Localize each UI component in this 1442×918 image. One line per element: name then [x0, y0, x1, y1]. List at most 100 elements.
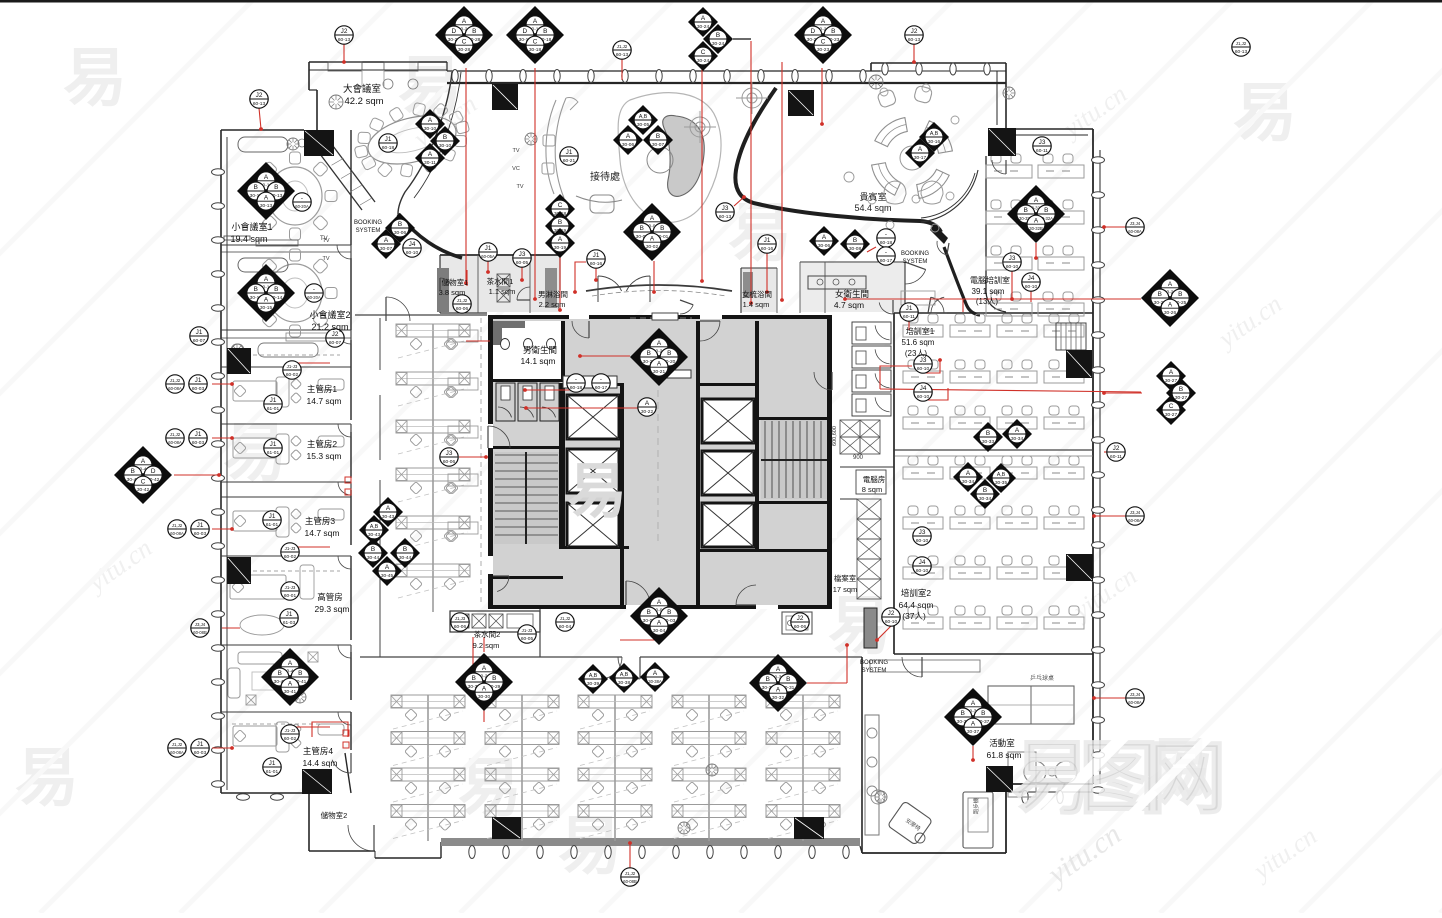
svg-text:C: C [821, 38, 826, 45]
svg-text:J3: J3 [1039, 139, 1046, 146]
svg-text:30-31: 30-31 [782, 685, 795, 691]
svg-text:60-05: 60-05 [521, 636, 534, 642]
svg-text:(37人): (37人) [902, 611, 926, 621]
svg-text:30-02: 30-02 [636, 234, 649, 240]
svg-text:4.7 sqm: 4.7 sqm [834, 300, 864, 310]
svg-text:30-08: 30-08 [849, 246, 862, 252]
svg-text:A: A [533, 18, 538, 25]
svg-text:60-08A: 60-08A [168, 386, 182, 391]
svg-text:60-02: 60-02 [284, 736, 297, 742]
svg-text:A,B: A,B [620, 672, 629, 678]
svg-text:SYSTEM: SYSTEM [862, 668, 887, 674]
svg-text:30-06: 30-06 [622, 142, 635, 148]
svg-text:J1,J2: J1,J2 [560, 616, 571, 621]
svg-text:A,B: A,B [930, 131, 939, 137]
svg-text:B: B [131, 468, 135, 475]
svg-text:60-03: 60-03 [194, 531, 207, 537]
svg-text:B: B [660, 225, 664, 232]
svg-text:A,B: A,B [997, 472, 1006, 478]
svg-text:60-08A: 60-08A [170, 750, 184, 755]
svg-text:A: A [645, 400, 650, 407]
svg-text:30-17: 30-17 [914, 155, 927, 161]
svg-text:-: - [313, 286, 315, 293]
svg-text:SYSTEM: SYSTEM [356, 228, 381, 234]
svg-text:A: A [428, 151, 433, 158]
svg-text:60-10: 60-10 [885, 619, 898, 625]
svg-text:J1: J1 [566, 149, 573, 156]
svg-text:60-02: 60-02 [286, 372, 299, 378]
svg-text:30-23: 30-23 [817, 47, 830, 53]
svg-text:乒乓球桌: 乒乓球桌 [1030, 674, 1054, 682]
svg-text:61-01: 61-01 [267, 406, 280, 412]
svg-text:30-32B: 30-32B [1019, 216, 1033, 221]
svg-text:30-38A: 30-38A [648, 679, 662, 684]
svg-text:J1: J1 [286, 611, 293, 618]
svg-text:30-44: 30-44 [367, 555, 380, 561]
svg-text:30-13: 30-13 [270, 193, 283, 199]
svg-text:A: A [1168, 301, 1173, 308]
svg-text:(23人): (23人) [905, 349, 928, 358]
svg-text:A: A [918, 146, 923, 153]
svg-text:30-32: 30-32 [762, 685, 775, 691]
svg-text:TV: TV [320, 236, 328, 242]
svg-text:TV: TV [322, 256, 329, 262]
svg-text:接待處: 接待處 [590, 170, 620, 183]
svg-text:B: B [853, 237, 857, 244]
svg-text:30-20: 30-20 [653, 349, 666, 355]
svg-text:A: A [650, 215, 655, 222]
svg-text:3.8 sqm: 3.8 sqm [439, 288, 466, 297]
svg-text:J3: J3 [722, 205, 729, 212]
svg-text:30-25: 30-25 [1164, 290, 1177, 296]
svg-text:30-43: 30-43 [368, 532, 381, 538]
svg-text:30-12: 30-12 [260, 183, 273, 189]
svg-text:60-10: 60-10 [916, 538, 929, 544]
svg-text:主管房4: 主管房4 [303, 746, 334, 756]
svg-text:30-18: 30-18 [529, 27, 542, 33]
svg-text:J1-J3: J1-J3 [285, 546, 296, 551]
svg-text:60-08A: 60-08A [1128, 518, 1142, 523]
svg-text:30-30: 30-30 [478, 694, 491, 700]
svg-text:J3: J3 [1009, 255, 1016, 262]
svg-text:30-14: 30-14 [260, 285, 273, 291]
svg-text:30-27: 30-27 [1165, 378, 1178, 384]
svg-text:A,B: A,B [589, 673, 598, 679]
svg-text:電腦培訓室: 電腦培訓室 [970, 275, 1010, 285]
svg-text:D: D [522, 28, 527, 35]
svg-text:B: B [492, 675, 496, 682]
svg-text:60-06: 60-06 [794, 624, 807, 630]
svg-text:B: B [254, 286, 258, 293]
svg-text:60-10: 60-10 [917, 366, 930, 372]
svg-text:30-26: 30-26 [1154, 300, 1167, 306]
svg-text:60-16: 60-16 [590, 261, 603, 267]
svg-text:60-13: 60-13 [908, 37, 921, 43]
svg-text:培訓室2: 培訓室2 [901, 588, 932, 598]
svg-text:C: C [558, 202, 563, 209]
svg-text:30-32A: 30-32A [1039, 216, 1053, 221]
svg-text:(13人): (13人) [976, 297, 999, 306]
svg-text:跑步機: 跑步機 [972, 797, 980, 814]
svg-text:21.2 sqm: 21.2 sqm [311, 322, 348, 332]
svg-text:A: A [1015, 427, 1020, 434]
svg-text:B: B [647, 350, 651, 357]
svg-text:14.7 sqm: 14.7 sqm [305, 528, 340, 538]
svg-text:30-11: 30-11 [424, 160, 436, 166]
svg-text:B: B [667, 609, 671, 616]
svg-text:60-13: 60-13 [719, 214, 732, 220]
svg-text:30-02: 30-02 [646, 244, 659, 250]
svg-text:茶水間1: 茶水間1 [487, 276, 514, 286]
svg-text:B: B [766, 676, 770, 683]
svg-text:30-28: 30-28 [458, 47, 471, 53]
svg-text:J1-J3: J1-J3 [522, 628, 533, 633]
svg-text:30-28: 30-28 [458, 27, 471, 33]
svg-text:30-32: 30-32 [772, 695, 785, 701]
svg-text:30-30: 30-30 [468, 684, 481, 690]
svg-text:30-01: 30-01 [646, 224, 659, 230]
svg-text:J1,J2: J1,J2 [617, 44, 628, 49]
svg-text:儲物室2: 儲物室2 [321, 810, 348, 820]
svg-text:C: C [462, 38, 467, 45]
svg-text:SYSTEM: SYSTEM [903, 259, 928, 265]
svg-text:A: A [288, 660, 293, 667]
svg-text:54.4 sqm: 54.4 sqm [854, 203, 891, 213]
svg-text:30-36: 30-36 [967, 709, 980, 715]
svg-text:60-11: 60-11 [1036, 148, 1048, 154]
